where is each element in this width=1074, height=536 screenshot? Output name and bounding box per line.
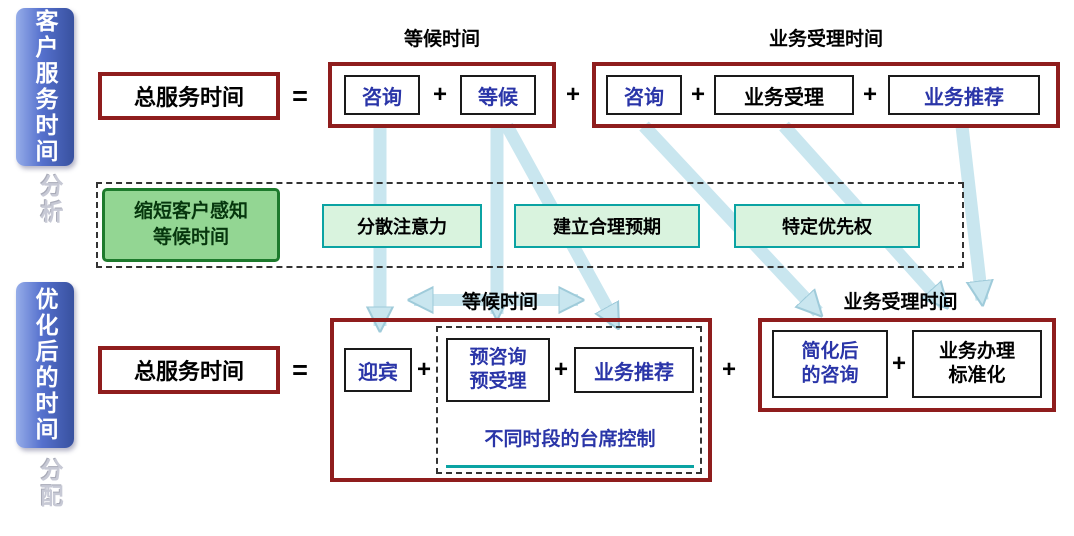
equals-top: = [292,80,308,111]
box-welcome: 迎宾 [344,348,412,392]
desk-control-note: 不同时段的台席控制 [446,424,694,468]
group-wait-top [328,62,556,128]
equals-bottom: = [292,354,308,385]
arrow-consult-to-simplified [639,121,818,312]
goal-box: 缩短客户感知 等候时间 [102,188,280,262]
plus-between-groups-top: + [565,81,580,108]
box-wait: 等候 [460,75,536,115]
arrow-recommend-to-standardized [955,125,982,300]
section-label-wait-time-bottom: 等候时间 [461,291,538,313]
box-service-accept: 业务受理 [714,75,854,115]
tactic-box-expectation: 建立合理预期 [514,204,700,248]
section-label-service-time-bottom: 业务受理时间 [843,291,958,313]
box-simplified-consult: 简化后 的咨询 [772,330,888,398]
box-pre-consult: 预咨询 预受理 [446,338,550,402]
plus-bottom-wait-1: + [416,356,431,383]
sidebar-bottom-bar: 优化后的时间 [16,282,74,448]
group-service-bottom [758,318,1056,412]
box-consult-top-left: 咨询 [344,75,420,115]
plus-wait-top: + [432,81,447,108]
total-service-time-bottom: 总服务时间 [98,346,280,394]
box-standardized: 业务办理 标准化 [912,330,1042,398]
plus-bottom-wait-2: + [553,356,568,383]
box-recommend-bottom: 业务推荐 [574,347,694,393]
sidebar-top-suffix: 分析 [37,174,63,226]
plus-service-top-1: + [690,81,705,108]
dashed-sub-container [436,326,702,474]
sidebar-top-bar: 客户服务时间 [16,8,74,166]
tactic-box-priority: 特定优先权 [734,204,920,248]
plus-service-top-2: + [862,81,877,108]
plus-bottom-service: + [891,350,906,377]
total-service-time-top: 总服务时间 [98,72,280,120]
group-wait-bottom [330,318,712,482]
box-service-recommend: 业务推荐 [888,75,1040,115]
section-label-wait-time-top: 等候时间 [403,28,480,50]
tactic-box-distract: 分散注意力 [322,204,482,248]
box-consult-top-right: 咨询 [606,75,682,115]
dashed-middle-container [96,182,964,268]
group-service-top [592,62,1060,128]
section-label-service-time-top: 业务受理时间 [768,28,883,50]
plus-between-groups-bottom: + [721,356,736,383]
sidebar-bottom-suffix: 分配 [37,458,63,510]
